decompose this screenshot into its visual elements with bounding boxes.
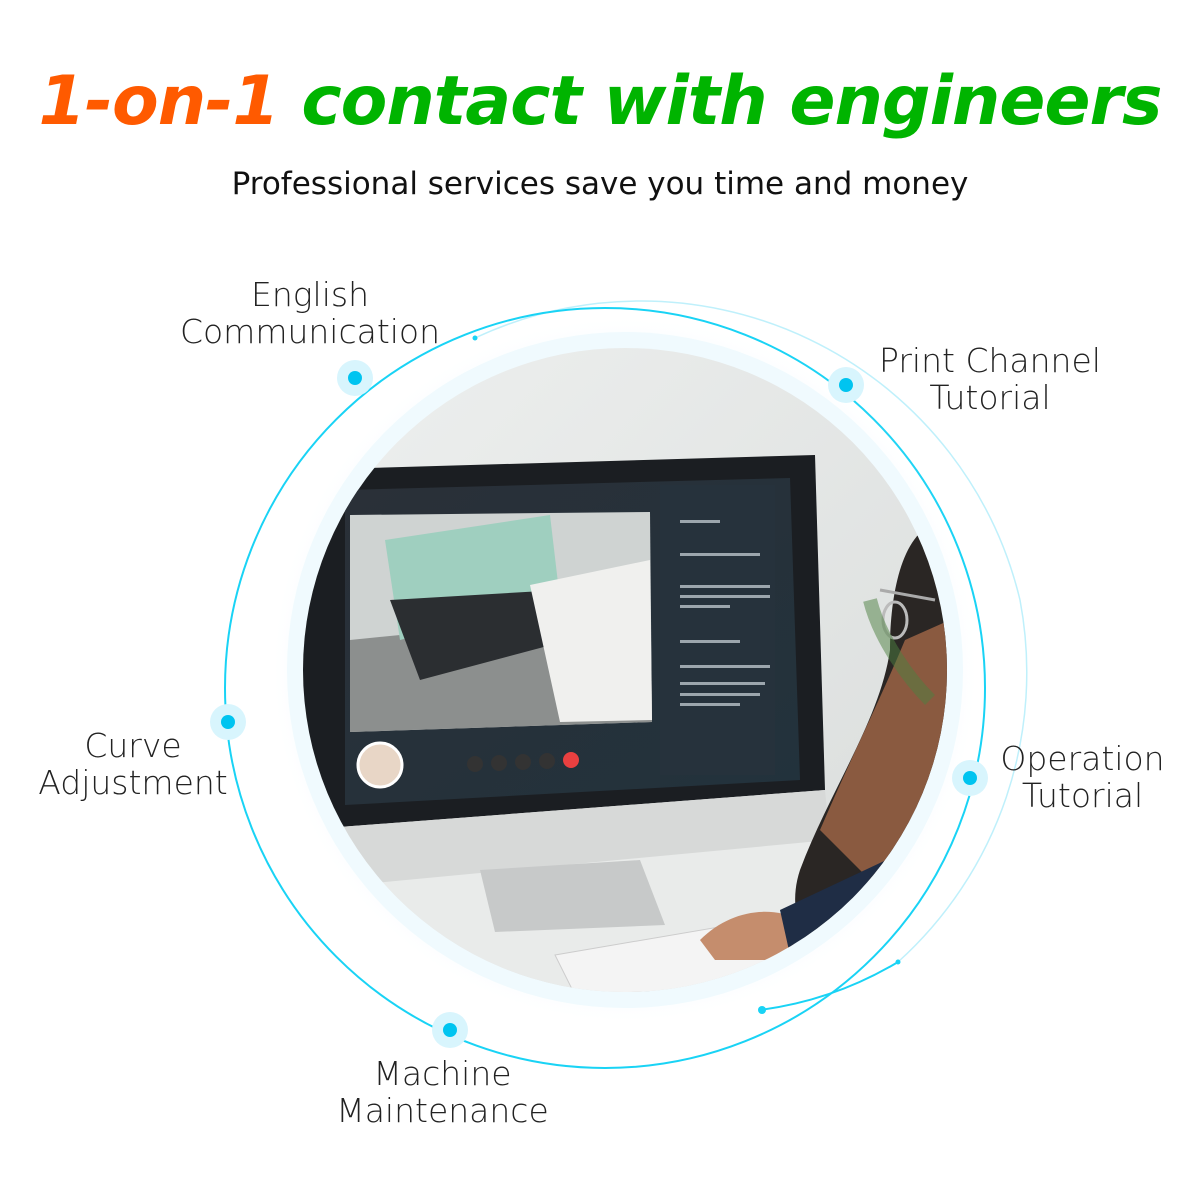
label-line: Operation [1000,739,1165,778]
label-english-communication: English Communication [170,276,450,350]
label-line: Curve [84,726,182,765]
service-dots [210,360,988,1048]
subtitle: Professional services save you time and … [231,166,969,202]
main-ring [224,307,986,1069]
page-title: 1-on-1 contact with engineers [0,62,1200,141]
label-line: Adjustment [38,763,228,802]
label-machine-maintenance: Machine Maintenance [320,1055,565,1129]
label-line: English [250,275,369,314]
label-print-channel-tutorial: Print Channel Tutorial [860,342,1120,416]
label-operation-tutorial: Operation Tutorial [990,740,1175,814]
label-line: Maintenance [336,1091,549,1130]
label-line: Tutorial [929,378,1051,417]
title-rest: contact with engineers [301,62,1162,141]
title-highlight: 1-on-1 [38,62,279,141]
outer-arc [474,300,1021,601]
label-line: Machine [373,1054,512,1093]
label-line: Tutorial [1021,776,1144,815]
label-line: Print Channel [879,341,1101,380]
label-curve-adjustment: Curve Adjustment [28,727,238,801]
label-line: Communication [179,312,441,351]
